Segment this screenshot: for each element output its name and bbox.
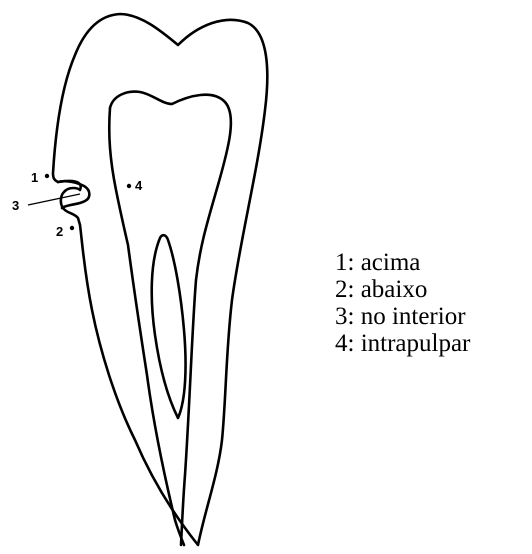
marker-1-label: 1: [31, 170, 38, 185]
marker-1-dot: [45, 174, 49, 178]
marker-2-dot: [70, 226, 74, 230]
pulp-chamber: [110, 92, 231, 545]
tooth-outer-outline: [53, 14, 267, 545]
root-canal: [152, 235, 186, 418]
legend-item-1: 1: acima: [335, 249, 470, 276]
legend-item-2: 2: abaixo: [335, 276, 470, 303]
marker-4-dot: [127, 184, 131, 188]
pulp-chamber-left-wall: [109, 108, 184, 545]
marker-3-leader-line: [28, 194, 80, 205]
legend-item-4: 4: intrapulpar: [335, 330, 470, 357]
marker-2-label: 2: [56, 224, 63, 239]
legend-item-3: 3: no interior: [335, 303, 470, 330]
marker-3-label: 3: [12, 198, 19, 213]
legend: 1: acima 2: abaixo 3: no interior 4: int…: [335, 249, 470, 357]
marker-4-label: 4: [135, 178, 143, 193]
